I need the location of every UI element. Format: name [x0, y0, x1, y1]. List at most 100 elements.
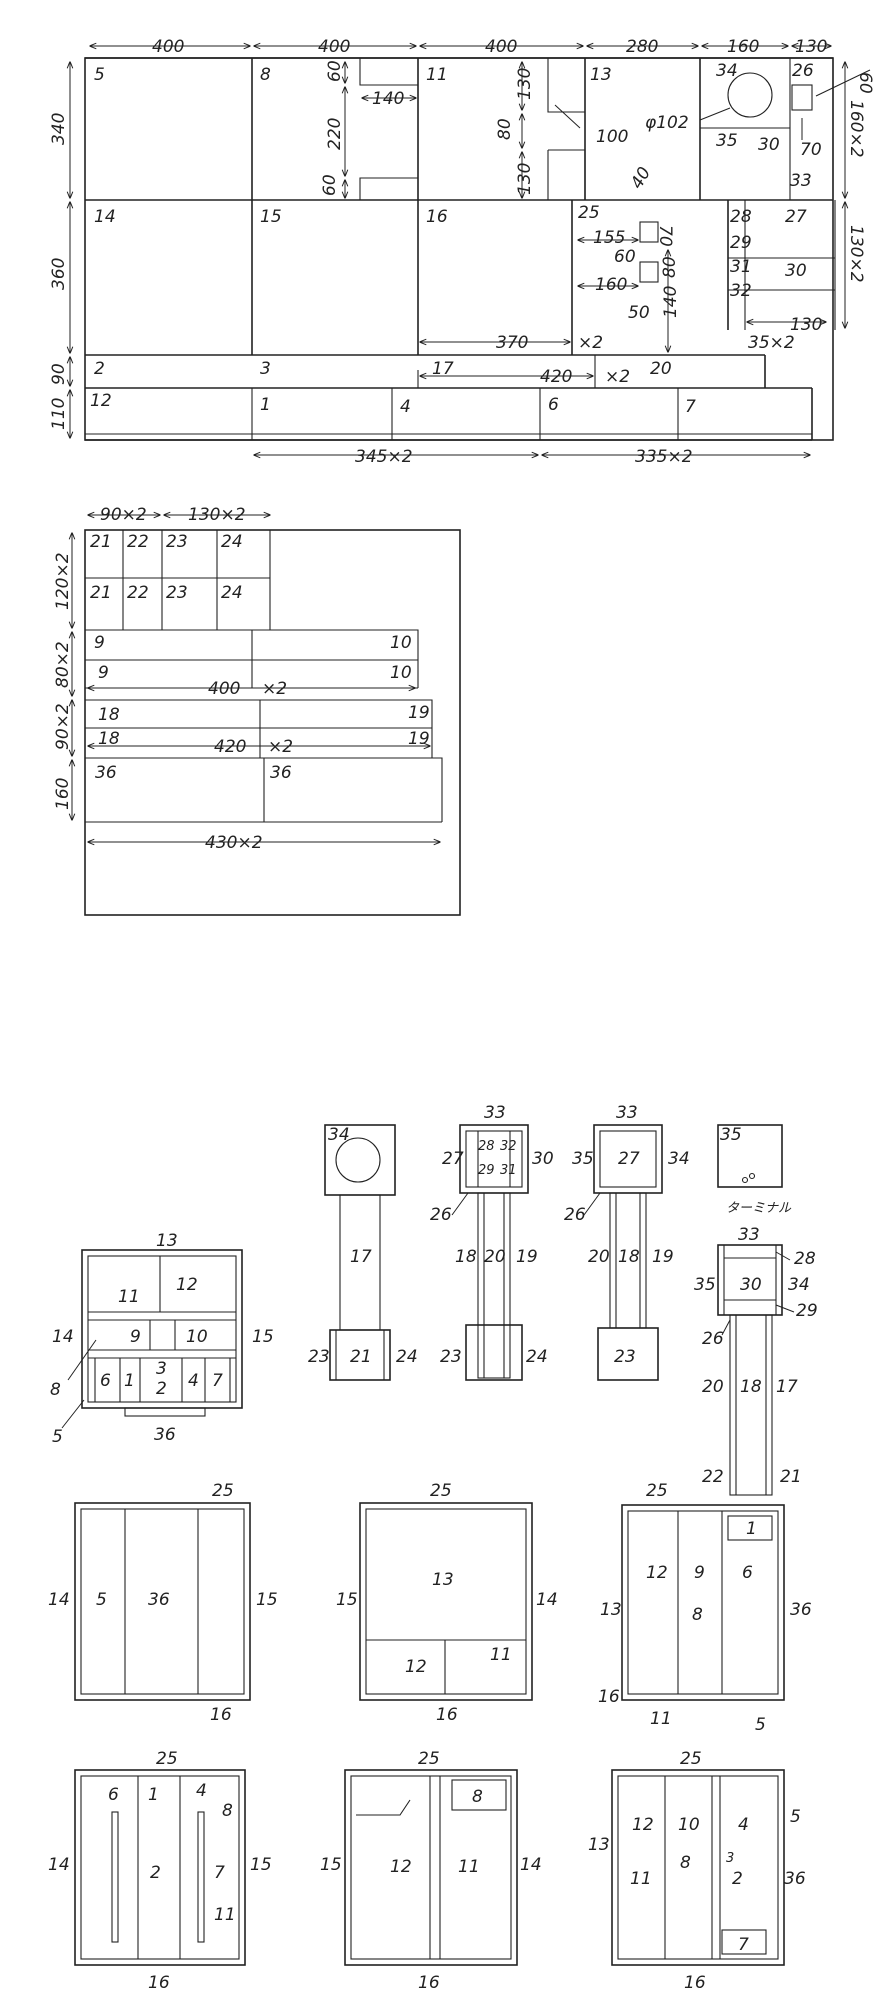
front-10: 10	[186, 1327, 208, 1347]
dim-top-3: 400	[485, 37, 517, 57]
col-a-23: 23	[308, 1347, 330, 1367]
col-b-18: 18	[455, 1247, 477, 1267]
part-13: 13	[590, 65, 612, 85]
dim-140: 140	[372, 89, 404, 109]
assembly-column-d: 35 ターミナル 33 28 35 30 34 26 29 20 18 17 2…	[694, 1124, 818, 1496]
front-11: 11	[118, 1287, 140, 1307]
part-17: 17	[432, 359, 454, 379]
dim-35x2: 35×2	[748, 333, 795, 353]
part-23: 23	[166, 583, 188, 603]
part-22: 22	[127, 532, 149, 552]
bot-center-14: 14	[520, 1855, 542, 1875]
dim-400: 400	[208, 679, 240, 699]
col-a-17: 17	[350, 1247, 372, 1267]
mid-left-5: 5	[96, 1590, 107, 1610]
mid-right-12: 12	[646, 1563, 668, 1583]
dim-60c: 60	[614, 247, 636, 267]
dim-90x2: 90×2	[100, 505, 147, 525]
dim-60a: 60	[325, 60, 345, 82]
assembly-bot-left: 25 6 1 4 8 14 2 7 15 11 16	[48, 1749, 272, 1993]
bot-right-16: 16	[684, 1973, 706, 1993]
part-4: 4	[400, 397, 411, 417]
part-28: 28	[730, 207, 752, 227]
front-4: 4	[188, 1371, 199, 1391]
col-a-21: 21	[350, 1347, 372, 1367]
part-14: 14	[94, 207, 116, 227]
part-9: 9	[94, 633, 105, 653]
mid-right-13: 13	[600, 1600, 622, 1620]
dim-top-6: 130	[795, 37, 827, 57]
bot-right-5: 5	[790, 1807, 801, 1827]
mid-right-5: 5	[755, 1715, 766, 1735]
part-29: 29	[730, 233, 752, 253]
bot-right-2: 2	[732, 1869, 743, 1889]
col-d-34: 34	[788, 1275, 810, 1295]
dim-90x2-left: 90×2	[53, 703, 73, 750]
col-b-29: 29	[478, 1163, 495, 1178]
col-b-20: 20	[484, 1247, 506, 1267]
part-9: 9	[98, 663, 109, 683]
part-21: 21	[90, 532, 112, 552]
col-c-35: 35	[572, 1149, 594, 1169]
col-d-terminal-label: ターミナル	[726, 1201, 792, 1216]
bot-left-16: 16	[148, 1973, 170, 1993]
bot-left-2: 2	[150, 1863, 161, 1883]
dim-130b: 130	[515, 163, 535, 195]
col-b-30: 30	[532, 1149, 554, 1169]
col-b-28: 28	[478, 1139, 495, 1154]
col-d-17: 17	[776, 1377, 798, 1397]
dim-top-2: 400	[318, 37, 350, 57]
dim-right-2: 160×2	[846, 100, 866, 158]
bot-left-8: 8	[222, 1801, 233, 1821]
part-24: 24	[221, 583, 243, 603]
part-22: 22	[127, 583, 149, 603]
col-b-24: 24	[526, 1347, 548, 1367]
cut-sheet-2: 90×2 130×2 120×2 80×2 90×2 160 400 ×2 42…	[53, 505, 461, 916]
col-c-27: 27	[618, 1149, 640, 1169]
dim-80b: 80	[660, 256, 680, 278]
col-d-20: 20	[702, 1377, 724, 1397]
mid-right-6: 6	[742, 1563, 753, 1583]
assembly-bot-center: 25 8 15 12 11 14 16	[320, 1749, 542, 1993]
part-35: 35	[716, 131, 738, 151]
mid-center-14: 14	[536, 1590, 558, 1610]
col-c-26: 26	[564, 1205, 586, 1225]
dim-130c: 130	[790, 315, 822, 335]
bot-right-25: 25	[680, 1749, 702, 1769]
part-10: 10	[390, 633, 412, 653]
front-8: 8	[50, 1380, 61, 1400]
col-c-19: 19	[652, 1247, 674, 1267]
dim-400-x2: ×2	[262, 679, 287, 699]
assembly-mid-right: 25 12 9 1 6 8 13 36 16 11 5	[598, 1481, 812, 1735]
bot-right-10: 10	[678, 1815, 700, 1835]
dim-80a: 80	[495, 118, 515, 140]
col-c-23: 23	[614, 1347, 636, 1367]
part-12: 12	[90, 391, 112, 411]
dim-420-x2: ×2	[605, 367, 630, 387]
part-21: 21	[90, 583, 112, 603]
dim-bottom-2: 335×2	[635, 447, 693, 467]
dim-370: 370	[496, 333, 528, 353]
dim-top-5: 160	[727, 37, 759, 57]
dim-60b: 60	[320, 174, 340, 196]
mid-right-1: 1	[746, 1519, 757, 1539]
dim-30: 30	[758, 135, 780, 155]
part-15: 15	[260, 207, 282, 227]
mid-center-13: 13	[432, 1570, 454, 1590]
assembly-column-b: 33 27 28 32 29 31 30 26 18 20 19 23 24	[430, 1103, 554, 1381]
dim-130x2: 130×2	[188, 505, 246, 525]
part-31: 31	[730, 257, 752, 277]
col-d-21: 21	[780, 1467, 802, 1487]
dim-430x2: 430×2	[205, 833, 263, 853]
part-32: 32	[730, 281, 752, 301]
col-b-23: 23	[440, 1347, 462, 1367]
dim-bottom-1: 345×2	[355, 447, 413, 467]
part-16: 16	[426, 207, 448, 227]
bot-right-12: 12	[632, 1815, 654, 1835]
bot-right-8: 8	[680, 1853, 691, 1873]
col-d-33: 33	[738, 1225, 760, 1245]
front-12: 12	[176, 1275, 198, 1295]
part-7: 7	[685, 397, 696, 417]
front-1: 1	[124, 1371, 135, 1391]
